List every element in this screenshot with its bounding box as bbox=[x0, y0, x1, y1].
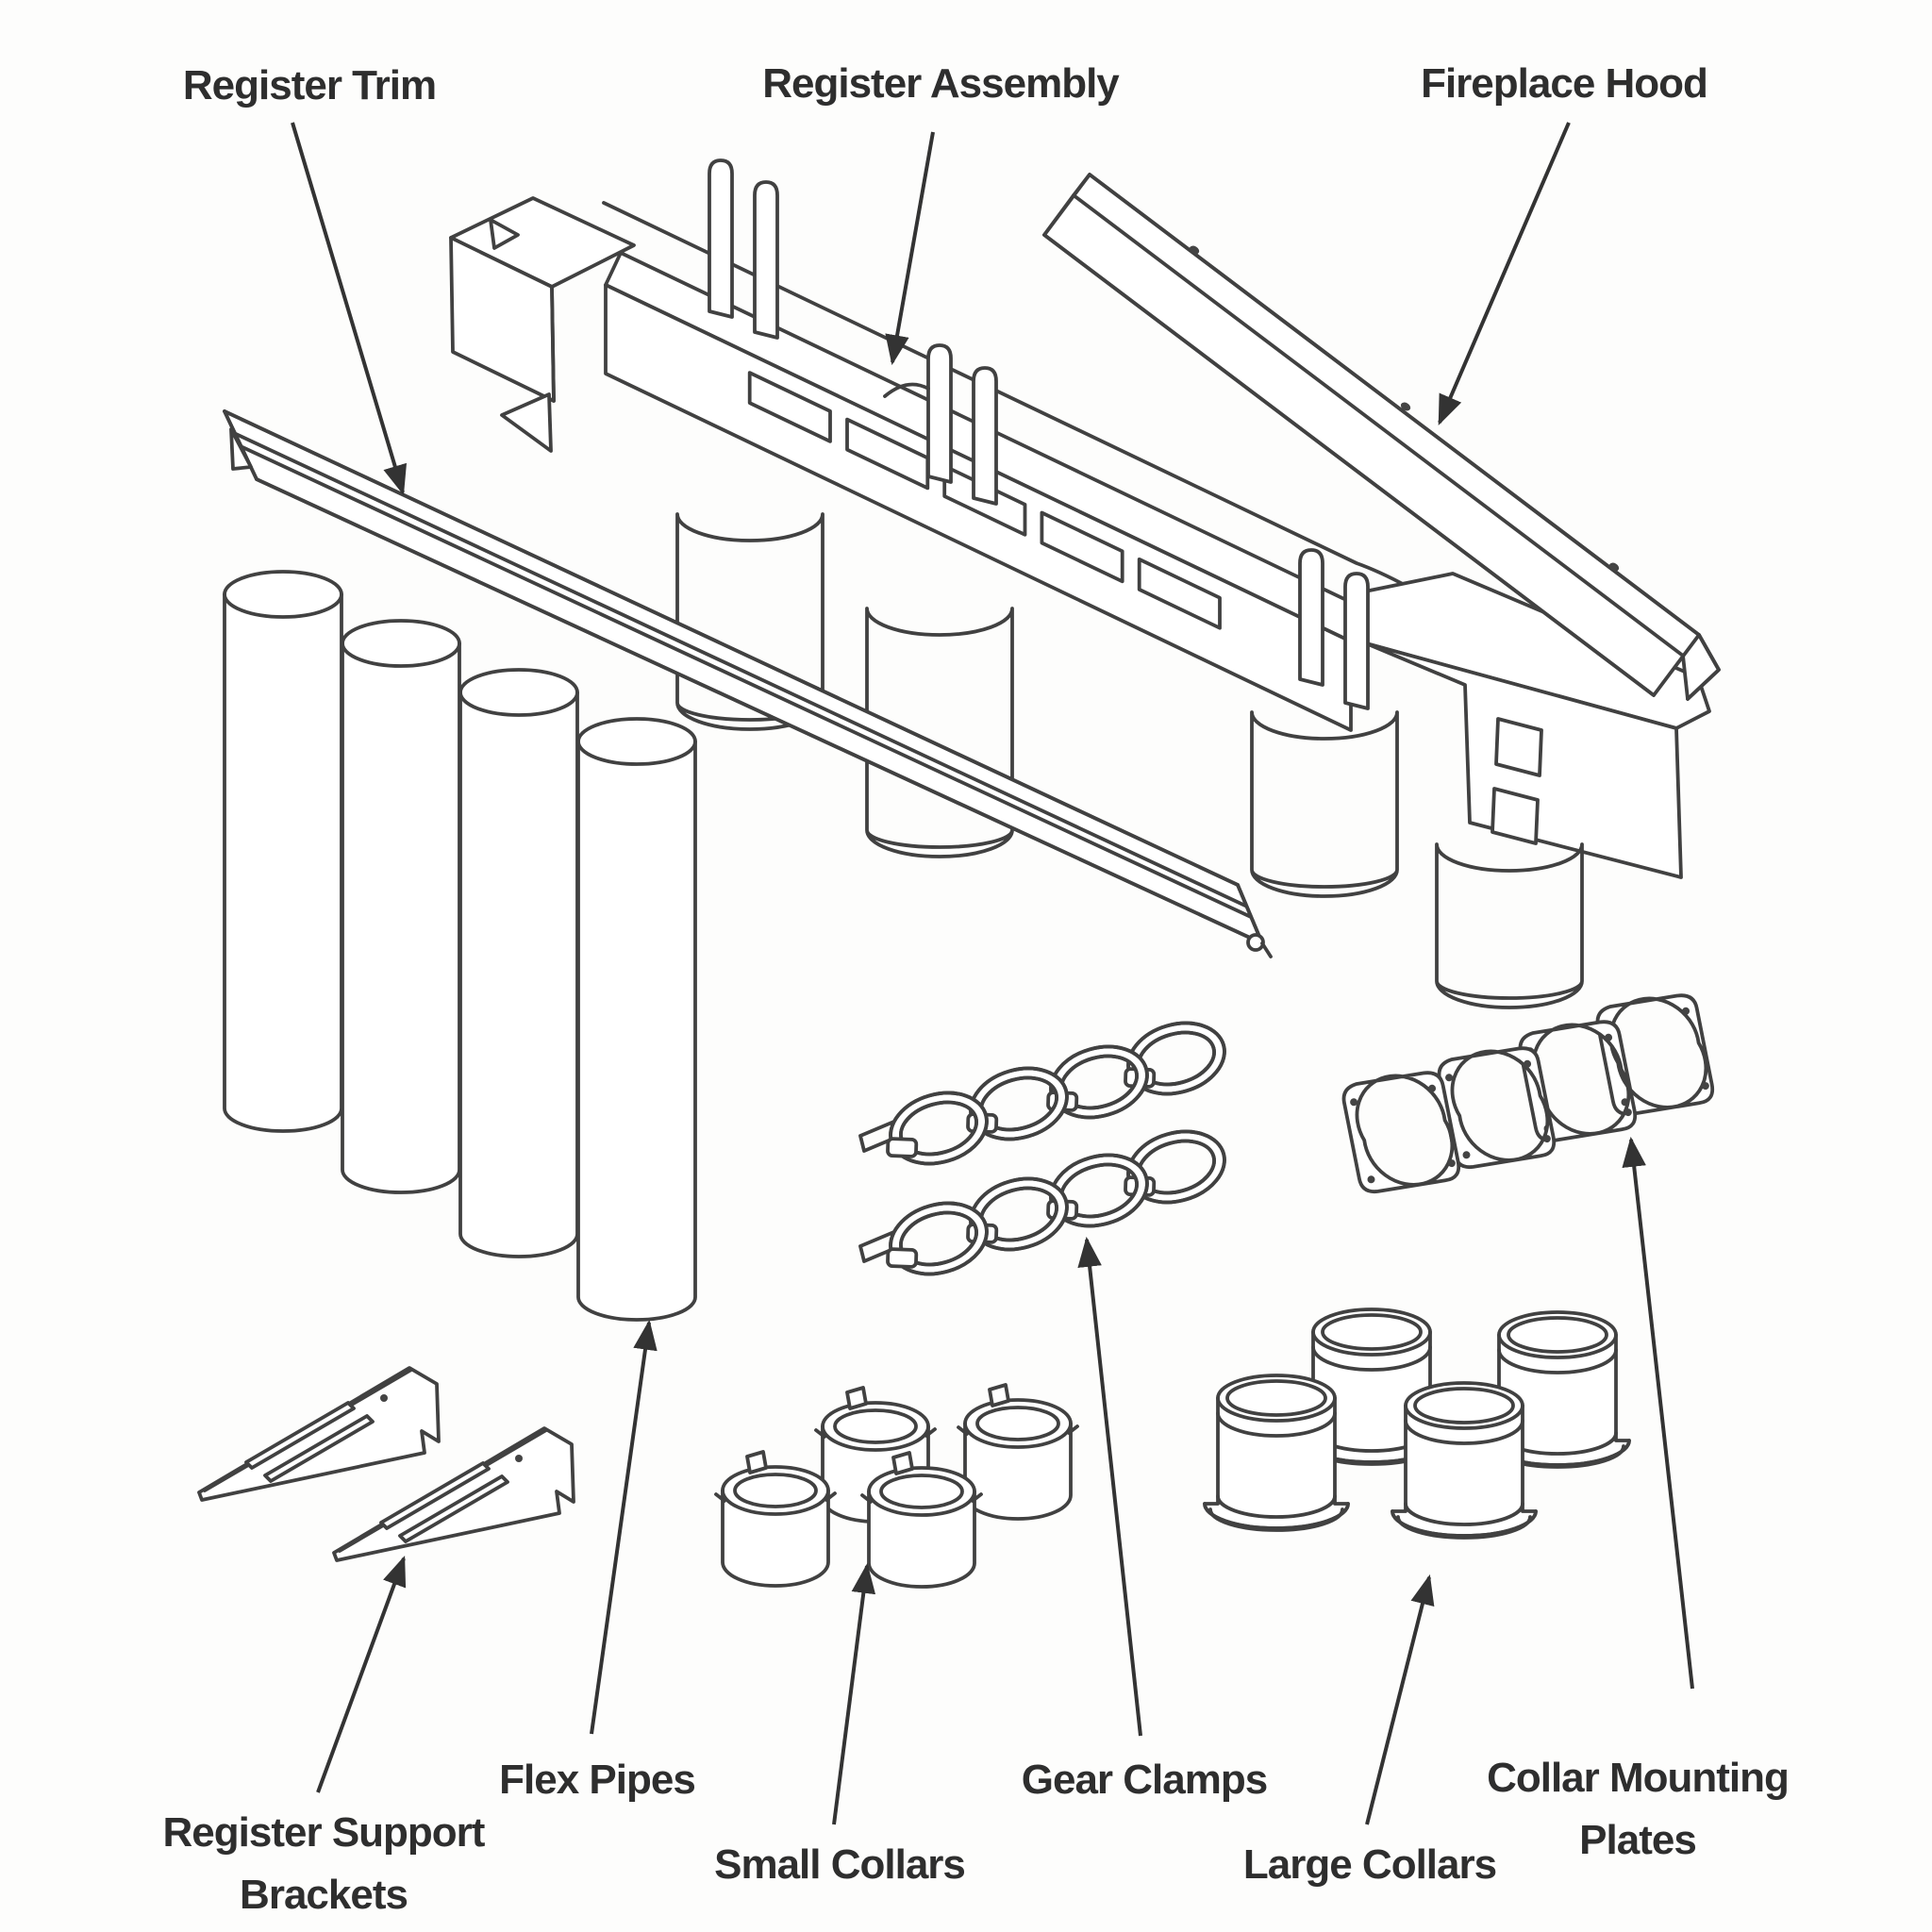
label-collar-mounting-plates: Collar Mounting Plates bbox=[1487, 1755, 1790, 1863]
label-flex-pipes: Flex Pipes bbox=[499, 1757, 696, 1803]
arrow-fireplace-hood bbox=[1438, 122, 1571, 425]
label-large-collars: Large Collars bbox=[1242, 1841, 1497, 1888]
small-collars-drawing bbox=[714, 1383, 1079, 1589]
label-register-assembly: Register Assembly bbox=[762, 60, 1120, 107]
arrow-gear-clamps bbox=[1077, 1236, 1142, 1737]
collar-mounting-plates-drawing bbox=[1335, 984, 1722, 1203]
assembly-left-box bbox=[449, 196, 636, 453]
register-assembly-drawing bbox=[449, 158, 1711, 1009]
label-gear-clamps: Gear Clamps bbox=[1021, 1757, 1268, 1803]
label-small-collars: Small Collars bbox=[714, 1841, 966, 1888]
arrow-flex-pipes bbox=[590, 1319, 658, 1735]
arrow-small-collars bbox=[832, 1562, 876, 1825]
register-trim-drawing bbox=[223, 409, 1273, 958]
fireplace-hood-drawing bbox=[1042, 173, 1721, 701]
arrow-register-assembly bbox=[885, 131, 935, 366]
arrow-register-support-brackets bbox=[316, 1555, 407, 1793]
assembly-collar bbox=[1250, 710, 1399, 898]
arrow-large-collars bbox=[1365, 1574, 1435, 1825]
flex-pipes-drawing bbox=[223, 570, 697, 1322]
label-register-trim: Register Trim bbox=[182, 62, 437, 108]
arrow-register-trim bbox=[291, 122, 408, 496]
register-support-brackets-drawing bbox=[197, 1366, 575, 1562]
label-register-support-brackets: Register Support Brackets bbox=[162, 1809, 486, 1918]
assembly-clip-tab bbox=[708, 158, 1370, 710]
gear-clamps-drawing bbox=[858, 1010, 1235, 1290]
arrow-collar-mounting-plates bbox=[1622, 1136, 1694, 1690]
large-collars-drawing bbox=[1203, 1307, 1631, 1540]
assembly-collar bbox=[1435, 842, 1584, 1009]
label-fireplace-hood: Fireplace Hood bbox=[1421, 60, 1708, 107]
